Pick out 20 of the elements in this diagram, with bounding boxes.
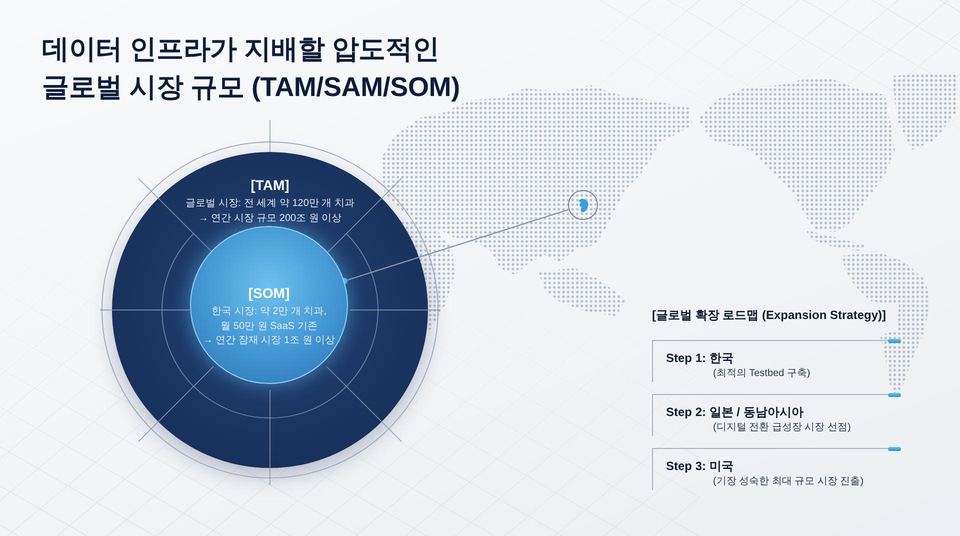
inner-market-circle <box>190 226 348 384</box>
title: 데이터 인프라가 지배할 압도적인 글로벌 시장 규모 (TAM/SAM/SOM) <box>42 33 461 104</box>
roadmap-heading: [글로벌 확장 로드맵 (Expansion Strategy)] <box>652 307 886 324</box>
step-title: Step 1: 한국 <box>666 350 734 367</box>
roadmap-step <box>652 340 900 382</box>
highlight-ring <box>568 190 598 220</box>
circle-description: 한국 시장: 약 2만 개 치과, 월 50만 원 SaaS 기존 <box>210 305 328 334</box>
circle-description: → 연간 잠재 시장 1조 원 이상 <box>202 334 336 348</box>
circle-heading: [TAM] <box>250 176 290 194</box>
circle-description: → 연간 시장 규모 200조 원 이상 <box>198 212 342 226</box>
leader-line <box>341 208 569 284</box>
circle-description: 글로벌 시장: 전 세계 약 120만 개 치과 <box>186 197 354 211</box>
step-description: (디지털 전환 급성장 시장 선점) <box>713 421 852 435</box>
step-title: Step 3: 미국 <box>666 458 734 475</box>
circle-heading: [SOM] <box>248 284 290 302</box>
step-title: Step 2: 일본 / 동남아시아 <box>666 404 804 421</box>
roadmap-step <box>652 394 900 436</box>
step-description: (최적의 Testbed 구축) <box>713 367 812 381</box>
step-description: (기장 성숙한 최대 규모 시장 진출) <box>713 475 865 489</box>
roadmap-step <box>652 448 900 490</box>
